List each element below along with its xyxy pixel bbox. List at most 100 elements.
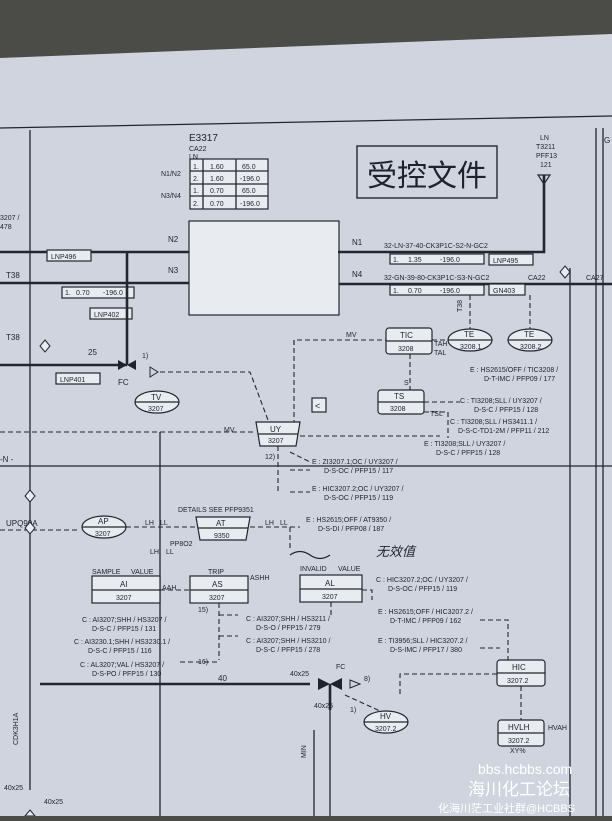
eq-r1c3: 65.0 bbox=[242, 164, 256, 171]
note-e1: E : HS2615/OFF / TIC3208 / bbox=[470, 367, 558, 374]
label-ca27: CA27 bbox=[586, 275, 604, 282]
note-c1b: D-S-C / PFP15 / 128 bbox=[474, 407, 538, 414]
svg-text:0.70: 0.70 bbox=[408, 288, 422, 295]
flag-tsl: TSL bbox=[430, 411, 443, 418]
note-e1b: D-T-IMC / PFP09 / 177 bbox=[484, 376, 555, 383]
note-c6: C : AL3207;VAL / HS3207 / bbox=[80, 662, 164, 669]
tv-num: 3207 bbox=[148, 406, 164, 413]
note-8: 8) bbox=[364, 676, 370, 683]
value2-head: VALUE bbox=[338, 566, 361, 573]
eq-r4c3: -196.0 bbox=[240, 201, 260, 208]
hv-tag: HV bbox=[380, 712, 392, 721]
ln-line-north bbox=[338, 175, 546, 254]
tag-lnp402: LNP402 bbox=[94, 312, 119, 319]
svg-text:1.: 1. bbox=[393, 257, 399, 264]
hv-num: 3207.2 bbox=[375, 726, 397, 733]
label-t38-vertical: T38 bbox=[457, 300, 464, 312]
te2-num: 3208.2 bbox=[520, 344, 542, 351]
te1-tag: TE bbox=[464, 330, 474, 339]
signal-tv bbox=[160, 371, 269, 421]
nozzle-n2: N2 bbox=[168, 235, 179, 244]
tv-tag: TV bbox=[151, 393, 162, 402]
note-c1: C : TI3208;SLL / UY3207 / bbox=[460, 398, 542, 405]
as-tag: AS bbox=[212, 580, 223, 589]
label-pp8o2: PP8O2 bbox=[170, 541, 193, 548]
note-c4b: D-S-C / PFP15 / 131 bbox=[92, 626, 156, 633]
ts-tag: TS bbox=[394, 392, 404, 401]
tag-gn403: GN403 bbox=[493, 288, 515, 295]
label-40x25-b: 40x25 bbox=[44, 799, 63, 806]
eq-r2c1: 2. bbox=[193, 176, 199, 183]
al-num: 3207 bbox=[322, 594, 338, 601]
note-e5: E : HS2615;OFF / AT9350 / bbox=[306, 517, 391, 524]
note-c6b: D-S-PO / PFP15 / 130 bbox=[92, 671, 161, 678]
flag-ll2: LL bbox=[280, 520, 288, 527]
eq-r1c1: 1. bbox=[193, 164, 199, 171]
hic-num: 3207.2 bbox=[507, 678, 529, 685]
note-e2: E : TI3208;SLL / UY3207 / bbox=[424, 441, 505, 448]
tr-pff13: PFF13 bbox=[536, 153, 557, 160]
border-line bbox=[0, 115, 612, 129]
sample-head: SAMPLE bbox=[92, 569, 121, 576]
note-c8b: D-S-C / PFP15 / 278 bbox=[256, 647, 320, 654]
flag-xy: XY% bbox=[510, 748, 526, 755]
check-valve bbox=[149, 366, 159, 378]
note-c2b: D-S-C-TD1-2M / PFP11 / 212 bbox=[458, 428, 549, 435]
nozzle-n4: N4 bbox=[352, 270, 363, 279]
svg-text:0.70: 0.70 bbox=[76, 290, 90, 297]
heat-exchanger-e3317 bbox=[188, 220, 340, 316]
svg-text:-196.0: -196.0 bbox=[440, 257, 460, 264]
stamp-frame bbox=[356, 145, 498, 199]
svg-text:1.: 1. bbox=[65, 290, 71, 297]
invalid-head: INVALID bbox=[300, 566, 327, 573]
paper bbox=[0, 34, 612, 816]
note-c3: C : HIC3207.2;OC / UY3207 / bbox=[376, 577, 468, 584]
flag-lh2: LH bbox=[265, 520, 274, 527]
label-cdk: CDK3H1A bbox=[13, 712, 20, 745]
watermark-url: bbs.hcbbs.com bbox=[478, 761, 572, 777]
as-num: 3207 bbox=[209, 595, 225, 602]
note-c4: C : AI3207;SHH / HS3207 / bbox=[82, 617, 166, 624]
eq-r3c1: 1. bbox=[193, 188, 199, 195]
spec-table-1: 1. 1.35 -196.0 bbox=[389, 253, 485, 265]
ts-num: 3208 bbox=[390, 406, 406, 413]
hvlh-tag: HVLH bbox=[508, 723, 530, 732]
label-478: 478 bbox=[0, 224, 12, 231]
tr-121: 121 bbox=[540, 162, 552, 169]
svg-text:1.: 1. bbox=[393, 288, 399, 295]
eq-r4c2: 0.70 bbox=[210, 201, 224, 208]
valve-note-2: 1) bbox=[350, 707, 356, 714]
hv-valve-b bbox=[330, 678, 342, 690]
note-e6b: D-T-IMC / PFP09 / 162 bbox=[390, 618, 461, 625]
tag-lnp495: LNP495 bbox=[493, 258, 518, 265]
note-e3b: D-S-OC / PFP15 / 117 bbox=[324, 468, 393, 475]
n3n4-label: N3/N4 bbox=[161, 193, 181, 200]
note-e4: E : HIC3207.2;OC / UY3207 / bbox=[312, 486, 403, 493]
label-t38-b: T38 bbox=[6, 333, 20, 342]
comparator-symbol: < bbox=[315, 401, 320, 411]
offpage-arrow bbox=[536, 174, 552, 186]
details-see: DETAILS SEE PFP9351 bbox=[178, 507, 254, 514]
equipment-sub1: CA22 bbox=[189, 146, 207, 153]
note-15: 15) bbox=[198, 607, 208, 614]
hic-tag: HIC bbox=[512, 663, 526, 672]
tr-ln: LN bbox=[540, 135, 549, 142]
note-16: 16) bbox=[198, 659, 208, 666]
flag-ashh: ASHH bbox=[250, 575, 269, 582]
watermark-footer: 化海川茫工业社群@HCBBS bbox=[438, 801, 575, 815]
size-40x25-b: 40x25 bbox=[314, 703, 333, 710]
note-e7: E : TI3956;SLL / HIC3207.2 / bbox=[378, 638, 468, 645]
note-c5b: D-S-C / PFP15 / 116 bbox=[88, 648, 152, 655]
label-min: MIN bbox=[301, 745, 308, 758]
hvlh-num: 3207.2 bbox=[508, 738, 530, 745]
diamond-markers bbox=[23, 265, 571, 817]
comparator-box[interactable] bbox=[311, 397, 327, 413]
eq-r3c3: 65.0 bbox=[242, 188, 256, 195]
note-e7b: D-S-IMC / PFP17 / 380 bbox=[390, 647, 462, 654]
al-tag: AL bbox=[325, 579, 335, 588]
stamp-text: 受控文件 bbox=[367, 160, 487, 193]
eq-r4c1: 2. bbox=[193, 201, 199, 208]
note-12: 12) bbox=[265, 454, 275, 461]
note-c8: C : AI3207;SHH / HS3210 / bbox=[246, 638, 330, 645]
equipment-sub2: LN bbox=[189, 154, 198, 161]
